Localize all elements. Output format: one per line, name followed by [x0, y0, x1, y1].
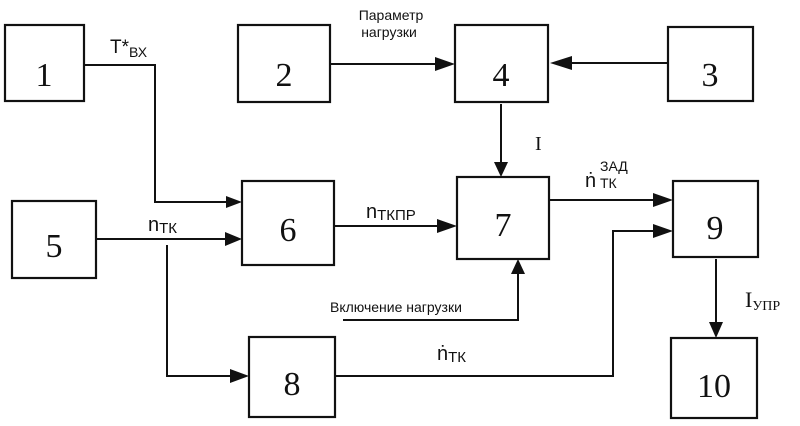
block-7-frame: [455, 175, 551, 261]
block-7-label: 7: [495, 207, 512, 244]
signal-n-tk-main: n: [148, 214, 159, 236]
signal-n-dot-zad-sub: ТК: [600, 175, 618, 191]
connection-load-enable-to-7: [343, 259, 525, 321]
block-1-frame: [3, 23, 86, 103]
block-1-label: 1: [36, 57, 53, 94]
signal-n-dot-zad-main: ṅ: [585, 170, 596, 192]
block-10: 10: [669, 336, 759, 420]
signal-t-in: T*ВХ: [110, 37, 148, 60]
arrowhead-icon: [435, 57, 455, 71]
block-4-label: 4: [493, 57, 510, 94]
block-5-label: 5: [46, 228, 63, 265]
block-10-label: 10: [697, 368, 731, 405]
signal-load-param-line2: нагрузки: [361, 24, 417, 40]
signal-n-tkpr-sub: ТКПР: [377, 207, 416, 224]
connection-4-to-7: [494, 104, 508, 177]
connection-6-to-7: [334, 219, 457, 233]
block-10-frame: [669, 336, 759, 420]
block-6: 6: [240, 179, 336, 267]
arrowhead-icon: [653, 224, 673, 238]
signal-n-tkpr: nТКПР: [366, 201, 416, 224]
connection-2-to-4: [330, 57, 455, 71]
arrowhead-icon: [494, 162, 508, 177]
arrowhead-icon: [653, 193, 673, 207]
signal-t-in-sub: ВХ: [129, 44, 148, 60]
block-5-frame: [10, 199, 98, 280]
signal-i-upr-main: I: [745, 287, 752, 312]
connection-5-to-6: [96, 232, 242, 246]
block-8: 8: [247, 335, 337, 419]
block-2-label: 2: [276, 57, 293, 94]
block-2: 2: [236, 23, 332, 104]
arrowhead-icon: [550, 56, 572, 70]
signal-i-upr: IУПР: [745, 287, 780, 314]
block-4-frame: [453, 23, 550, 104]
block-7: 7: [455, 175, 551, 261]
arrowhead-icon: [226, 196, 242, 208]
block-9-frame: [671, 179, 760, 259]
block-3-label: 3: [702, 57, 719, 94]
wire-1-6: [85, 64, 228, 203]
arrowhead-icon: [709, 322, 723, 338]
connection-8-to-9: [335, 224, 673, 377]
signal-n-dot-tk-main: ṅ: [437, 343, 448, 365]
arrowhead-icon: [511, 259, 525, 274]
block-1: 1: [3, 23, 86, 103]
block-6-frame: [240, 179, 336, 267]
connection-7-to-9: [549, 193, 673, 207]
signal-n-tkpr-main: n: [366, 201, 377, 223]
block-3-frame: [666, 25, 755, 103]
connection-9-to-10: [709, 259, 723, 338]
block-6-label: 6: [280, 212, 297, 249]
signal-n-dot-zad-sup: ЗАД: [600, 158, 628, 174]
block-3: 3: [666, 25, 755, 103]
signal-t-in-main: T*: [110, 37, 130, 58]
signal-load-param-line1: Параметр: [359, 7, 424, 23]
signal-current: I: [535, 133, 542, 155]
block-2-frame: [236, 23, 332, 104]
block-8-label: 8: [284, 366, 301, 403]
block-4: 4: [453, 23, 550, 104]
signal-i-upr-sub: УПР: [752, 299, 780, 314]
arrowhead-icon: [230, 369, 249, 383]
signal-n-dot-tk-sub: ТК: [448, 349, 466, 366]
signal-n-dot-tk: ṅТК: [437, 343, 466, 366]
block-8-frame: [247, 335, 337, 419]
connection-3-to-4: [550, 56, 668, 70]
wire-8-9: [335, 230, 659, 377]
connection-5-to-8: [166, 245, 249, 383]
signal-load-enable: Включение нагрузки: [330, 299, 462, 315]
signal-n-dot-zad: ṅ ЗАД ТК: [585, 158, 628, 192]
arrowhead-icon: [225, 232, 242, 246]
signal-n-tk-sub: ТК: [159, 220, 177, 237]
wire-5-8: [166, 245, 233, 377]
signal-n-tk: nТК: [148, 214, 177, 237]
block-9: 9: [671, 179, 760, 259]
block-9-label: 9: [707, 210, 724, 247]
arrowhead-icon: [437, 219, 457, 233]
connection-1-to-6: [85, 64, 242, 208]
wire-load-enable: [343, 272, 519, 321]
block-5: 5: [10, 199, 98, 280]
